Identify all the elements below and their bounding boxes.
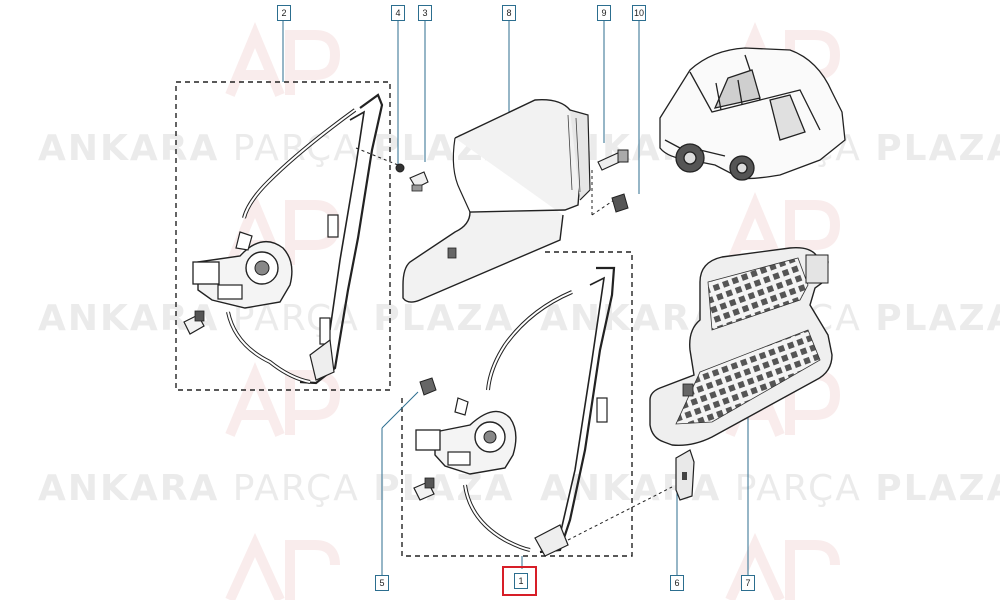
window-regulator-right-part-1 [413,266,616,557]
dashed-leaders [355,147,673,541]
callout-4: 4 [391,5,405,21]
callout-5: 5 [375,575,389,591]
insulation-panel-part-7 [649,247,833,447]
callout-7: 7 [741,575,755,591]
hardware-parts [395,149,629,213]
callout-9: 9 [597,5,611,21]
door-panel-part-8 [402,99,591,303]
car-illustration [659,47,846,181]
leader-lines [282,20,749,575]
callout-6: 6 [670,575,684,591]
selected-part-highlight [502,566,537,596]
callout-8: 8 [502,5,516,21]
callout-10: 10 [632,5,646,21]
clip-part-6 [675,449,695,501]
assembly-box-right [401,251,633,557]
callout-2: 2 [277,5,291,21]
callout-3: 3 [418,5,432,21]
callout-1: 1 [514,573,528,589]
window-regulator-left-part-2 [183,93,384,385]
